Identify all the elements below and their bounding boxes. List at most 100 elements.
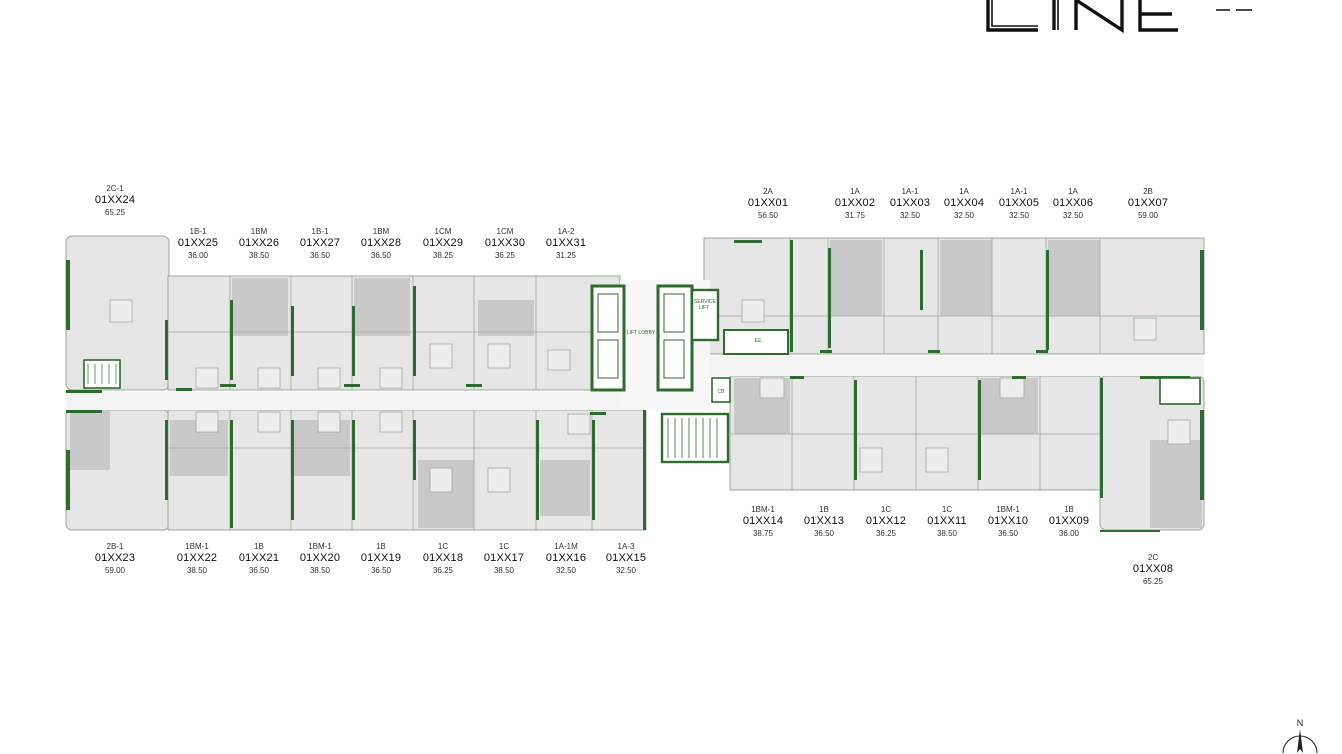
corridor-right xyxy=(704,356,1204,376)
wall-segment xyxy=(352,306,355,376)
wall-segment xyxy=(1036,350,1048,353)
wall-segment xyxy=(820,350,832,353)
wall-segment xyxy=(920,250,923,310)
bedroom-fill xyxy=(70,410,110,470)
bathroom xyxy=(379,411,403,433)
wall-segment xyxy=(230,420,233,528)
wall-segment xyxy=(1200,410,1204,500)
stair-right xyxy=(1159,377,1201,405)
bathroom xyxy=(859,447,883,473)
bedroom-fill xyxy=(1048,240,1100,316)
lift-shaft-left xyxy=(590,284,626,392)
bathroom xyxy=(429,343,453,369)
wall-segment xyxy=(643,410,646,530)
bedroom-fill xyxy=(1150,440,1202,528)
lift-car xyxy=(597,293,619,333)
wall-segment xyxy=(1012,376,1026,379)
wall-segment xyxy=(790,376,804,379)
lift-car xyxy=(663,293,685,333)
bedroom-fill xyxy=(354,278,410,336)
lift-lobby-label: LIFT LOBBY xyxy=(626,330,656,336)
bedroom-fill xyxy=(940,240,992,316)
north-label: N xyxy=(1297,718,1304,728)
lift-shaft-right xyxy=(656,284,694,392)
wall-segment xyxy=(220,384,236,387)
wall-segment xyxy=(790,240,793,352)
wall-segment xyxy=(165,320,168,380)
bathroom xyxy=(1133,317,1157,341)
wall-segment xyxy=(230,300,233,380)
service-lift xyxy=(690,288,720,342)
bathroom xyxy=(567,413,591,435)
bathroom xyxy=(1167,419,1191,445)
bathroom xyxy=(379,367,403,389)
wall-segment xyxy=(176,388,192,391)
bathroom xyxy=(547,349,571,371)
corridor-left xyxy=(66,392,646,410)
bathroom xyxy=(195,367,219,389)
bathroom xyxy=(759,377,785,399)
wall-segment xyxy=(291,306,294,376)
wall-segment xyxy=(352,420,355,520)
service-lift-label: SERVICE LIFT xyxy=(694,299,716,311)
bathroom xyxy=(487,467,511,493)
ee-room-label: EE xyxy=(754,338,762,344)
ee-room xyxy=(723,329,789,355)
bathroom xyxy=(317,367,341,389)
wall-segment xyxy=(66,260,70,330)
wall-segment xyxy=(828,248,831,348)
stair-core xyxy=(660,412,730,464)
bathroom xyxy=(741,299,765,323)
wall-segment xyxy=(413,420,416,480)
wall-segment xyxy=(854,380,857,480)
wall-segment xyxy=(536,420,539,520)
bathroom xyxy=(487,343,511,369)
wall-segment xyxy=(291,420,294,520)
bathroom xyxy=(429,467,453,493)
wall-segment xyxy=(344,384,360,387)
wall-segment xyxy=(1200,250,1204,330)
wall-segment xyxy=(592,420,595,520)
wall-segment xyxy=(928,350,940,353)
wall-segment xyxy=(978,380,981,480)
wall-segment xyxy=(590,412,606,415)
wall-segment xyxy=(1100,378,1103,498)
wall-segment xyxy=(734,240,762,243)
wall-segment xyxy=(66,410,102,413)
bedroom-fill xyxy=(830,240,882,316)
lift-car xyxy=(597,339,619,379)
bathroom xyxy=(999,377,1025,399)
bedroom-fill xyxy=(540,460,590,516)
wall-segment xyxy=(413,286,416,376)
cb-room-label: CB xyxy=(717,389,725,395)
wall-segment xyxy=(165,420,168,500)
wall-segment xyxy=(466,384,482,387)
